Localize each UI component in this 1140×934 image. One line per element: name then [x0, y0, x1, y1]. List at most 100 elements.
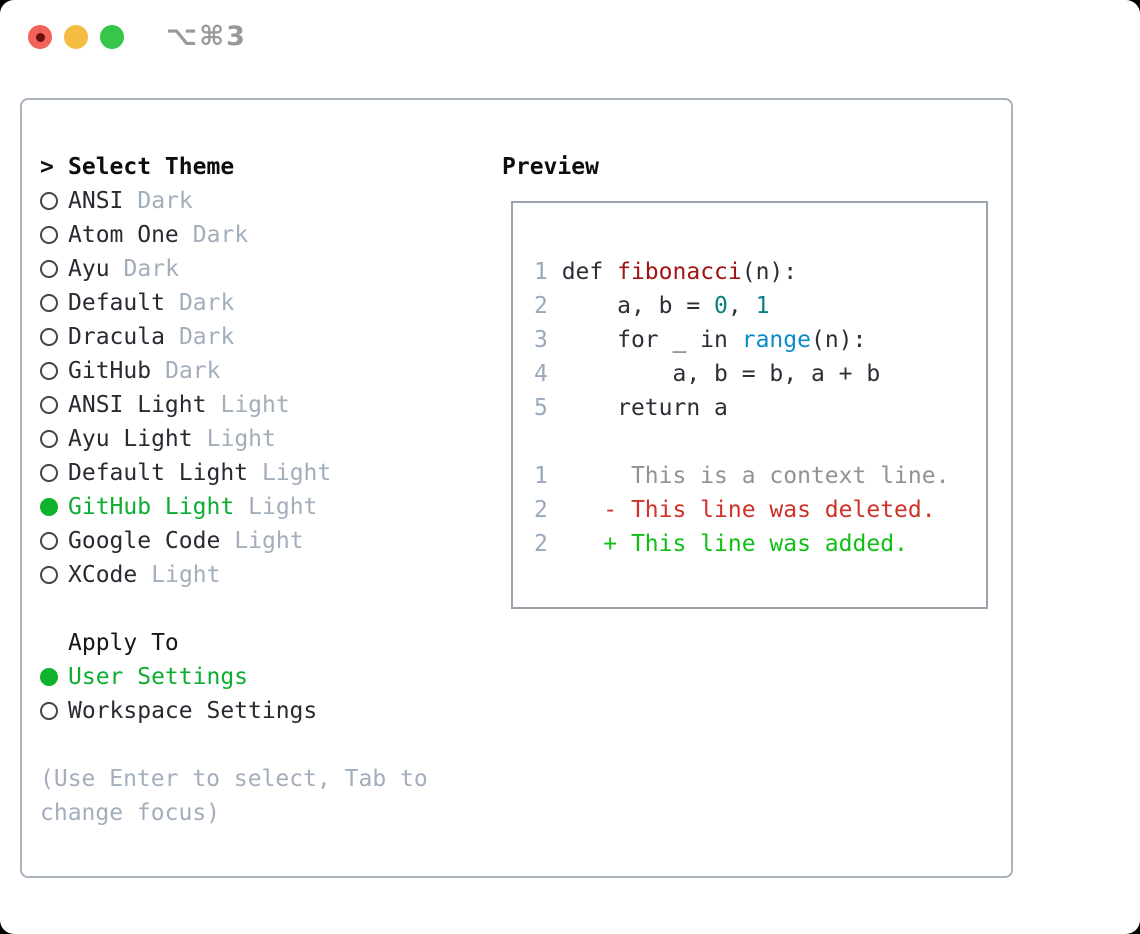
segment-fn: fibonacci [617, 259, 742, 285]
prompt-arrow-icon: > [40, 154, 54, 180]
minimize-button[interactable] [64, 25, 88, 49]
theme-option-google-code[interactable]: Google Code Light [40, 524, 485, 558]
theme-variant-label: Dark [178, 290, 235, 316]
hint-line: change focus) [40, 800, 221, 826]
theme-option-ansi[interactable]: ANSI Dark [40, 184, 485, 218]
theme-name: Atom One [68, 222, 179, 248]
apply-to-header: Apply To [40, 626, 485, 660]
segment-code: def [547, 259, 618, 285]
segment-ln: 4 [534, 361, 548, 387]
window-title: ⌥⌘3 [166, 21, 247, 52]
theme-name: ANSI Light [68, 392, 207, 418]
apply-to-title: Apply To [68, 630, 179, 656]
theme-option-xcode[interactable]: XCode Light [40, 558, 485, 592]
theme-name: Default [68, 290, 165, 316]
theme-variant-label: Dark [178, 324, 235, 350]
preview-line: 3 for _ in range(n): [534, 323, 986, 357]
theme-name: XCode [68, 562, 138, 588]
select-theme-title: Select Theme [68, 154, 235, 180]
spacer [40, 728, 485, 762]
radio-icon [40, 532, 58, 550]
edited-dot-icon [35, 32, 45, 42]
theme-name: Default Light [68, 460, 249, 486]
segment-ln: 5 [534, 395, 548, 421]
theme-variant-label: Light [206, 426, 276, 452]
theme-name: GitHub Light [68, 494, 235, 520]
preview-line: 2 - This line was deleted. [534, 493, 986, 527]
theme-option-ayu-light[interactable]: Ayu Light Light [40, 422, 485, 456]
preview-line: 1 def fibonacci(n): [534, 255, 986, 289]
theme-option-default-light[interactable]: Default Light Light [40, 456, 485, 490]
radio-icon [40, 294, 58, 312]
segment-num: 0 [714, 293, 728, 319]
segment-add: + This line was added. [547, 531, 908, 557]
apply-option-label: Workspace Settings [68, 698, 318, 724]
segment-code: (n): [741, 259, 798, 285]
segment-ln: 2 [534, 497, 548, 523]
preview-blank-line [534, 425, 986, 459]
traffic-lights [28, 25, 124, 49]
segment-code: , [727, 293, 756, 319]
theme-variant-label: Dark [137, 188, 193, 214]
theme-variant-label: Light [234, 528, 304, 554]
theme-variant-label: Light [248, 494, 318, 520]
radio-icon [40, 328, 58, 346]
segment-ln: 3 [534, 327, 548, 353]
preview-section: Preview 1 def fibonacci(n):2 a, b = 0, 1… [502, 150, 988, 609]
radio-icon [40, 430, 58, 448]
segment-ln: 1 [534, 463, 548, 489]
theme-variant-label: Light [262, 460, 332, 486]
preview-title: Preview [502, 154, 599, 180]
segment-code: return a [547, 395, 728, 421]
theme-name: GitHub [68, 358, 152, 384]
radio-selected-icon [40, 668, 58, 686]
segment-code: a, b = b, a + b [547, 361, 881, 387]
segment-code: (n): [810, 327, 867, 353]
preview-line: 5 return a [534, 391, 986, 425]
theme-variant-label: Light [220, 392, 290, 418]
segment-builtin: range [741, 327, 811, 353]
theme-name: Google Code [68, 528, 221, 554]
theme-variant-label: Dark [165, 358, 221, 384]
theme-option-github-light[interactable]: GitHub Light Light [40, 490, 485, 524]
theme-name: Ayu [68, 256, 110, 282]
apply-option-workspace-settings[interactable]: Workspace Settings [40, 694, 485, 728]
select-theme-header: > Select Theme [40, 150, 485, 184]
radio-selected-icon [40, 498, 58, 516]
close-button[interactable] [28, 25, 52, 49]
theme-option-dracula[interactable]: Dracula Dark [40, 320, 485, 354]
radio-icon [40, 396, 58, 414]
segment-ln: 1 [534, 259, 548, 285]
preview-line: 1 This is a context line. [534, 459, 986, 493]
segment-code: a, b = [547, 293, 715, 319]
theme-option-default[interactable]: Default Dark [40, 286, 485, 320]
apply-option-user-settings[interactable]: User Settings [40, 660, 485, 694]
radio-icon [40, 566, 58, 584]
theme-option-github[interactable]: GitHub Dark [40, 354, 485, 388]
theme-name: ANSI [68, 188, 124, 214]
theme-name: Dracula [68, 324, 165, 350]
preview-line: 2 + This line was added. [534, 527, 986, 561]
theme-variant-label: Light [151, 562, 221, 588]
radio-icon [40, 226, 58, 244]
theme-variant-label: Dark [192, 222, 249, 248]
preview-line: 2 a, b = 0, 1 [534, 289, 986, 323]
segment-ctx: This is a context line. [547, 463, 950, 489]
segment-ln: 2 [534, 293, 548, 319]
theme-option-atom-one[interactable]: Atom One Dark [40, 218, 485, 252]
radio-icon [40, 192, 58, 210]
theme-name: Ayu Light [68, 426, 193, 452]
zoom-button[interactable] [100, 25, 124, 49]
preview-line: 4 a, b = b, a + b [534, 357, 986, 391]
apply-option-label: User Settings [68, 664, 249, 690]
radio-icon [40, 362, 58, 380]
theme-option-ansi-light[interactable]: ANSI Light Light [40, 388, 485, 422]
radio-icon [40, 260, 58, 278]
